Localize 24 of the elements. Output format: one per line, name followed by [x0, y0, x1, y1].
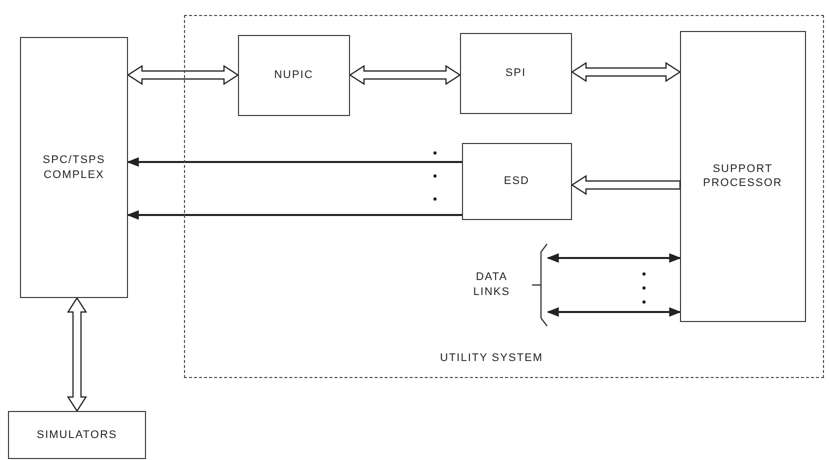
boundary-label: UTILITY SYSTEM	[440, 351, 544, 366]
block-box	[680, 30, 806, 322]
system-boundary	[184, 15, 824, 378]
arrow	[546, 253, 682, 263]
bus-arrow	[570, 174, 681, 196]
bus-arrow	[570, 62, 682, 82]
arrow	[546, 307, 682, 317]
block-label: ESD	[504, 174, 530, 188]
block-box	[20, 37, 128, 298]
block-label: SPI	[505, 66, 526, 80]
block-box	[462, 142, 572, 220]
block-label: DATA LINKS	[472, 270, 512, 299]
bus-arrow	[66, 296, 88, 412]
arrow	[126, 210, 462, 220]
bus-arrow	[126, 64, 240, 86]
block-box	[238, 34, 350, 116]
bus-arrow	[348, 64, 462, 86]
block-box	[460, 32, 572, 114]
block-box	[8, 411, 146, 459]
arrow	[126, 157, 462, 167]
block-label: SPC/TSPS COMPLEX	[42, 153, 106, 182]
block-label: SUPPORT PROCESSOR	[702, 162, 784, 190]
block-label: NUPIC	[274, 68, 314, 82]
block-label: SIMULATORS	[36, 428, 118, 442]
